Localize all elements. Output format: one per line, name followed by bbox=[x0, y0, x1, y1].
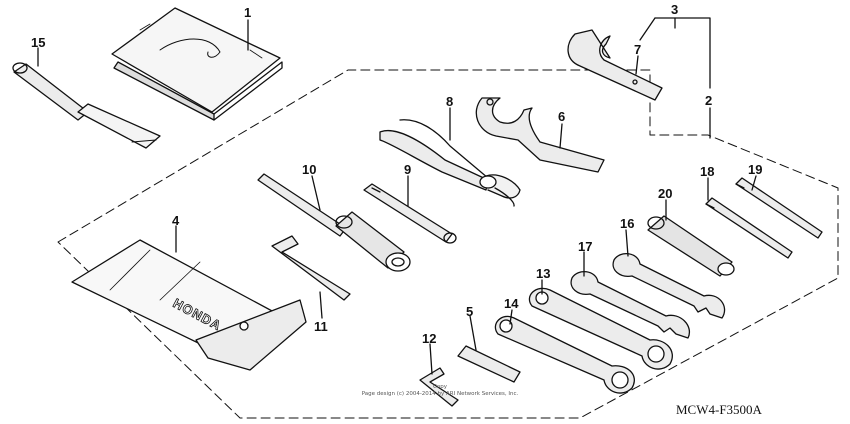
diagram-code: MCW4-F3500A bbox=[676, 402, 762, 417]
group-boundary bbox=[57, 69, 839, 419]
leader-11 bbox=[319, 291, 323, 319]
callout-7: 7 bbox=[634, 42, 642, 57]
callout-4: 4 bbox=[172, 213, 180, 228]
callout-11: 11 bbox=[314, 319, 328, 334]
callout-13: 13 bbox=[536, 266, 551, 281]
callout-20: 20 bbox=[658, 186, 673, 201]
callout-16: 16 bbox=[620, 216, 635, 231]
copyright-line-1: Copy bbox=[433, 384, 447, 390]
callout-6: 6 bbox=[558, 109, 566, 124]
part-15-handle-extension bbox=[12, 62, 161, 149]
part-11-hex-key-large bbox=[271, 235, 351, 301]
callout-10: 10 bbox=[302, 162, 317, 177]
callout-19: 19 bbox=[748, 162, 763, 177]
callout-12: 12 bbox=[422, 331, 437, 346]
part-9-driver-shaft bbox=[363, 183, 457, 244]
part-1-manual-bag bbox=[111, 7, 283, 121]
part-7-pin-spanner bbox=[567, 29, 663, 101]
part-12-hex-key-small bbox=[419, 367, 459, 407]
part-20-screwdriver-handle bbox=[647, 215, 735, 277]
part-13-combination-wrench bbox=[528, 287, 673, 370]
part-5-wrench-plate bbox=[457, 345, 521, 383]
part-17-open-end-wrench bbox=[570, 271, 691, 339]
part-4-tool-bag bbox=[71, 239, 307, 371]
callout-15: 15 bbox=[31, 35, 46, 50]
part-10-plug-wrench bbox=[257, 173, 411, 272]
part-14-combination-wrench bbox=[494, 315, 635, 394]
callout-18: 18 bbox=[700, 164, 715, 179]
leader-5 bbox=[469, 315, 477, 351]
leader-7 bbox=[635, 55, 639, 75]
part-6-pin-spanner bbox=[475, 97, 605, 173]
callout-2: 2 bbox=[705, 93, 713, 108]
copyright-line-2: Page design (c) 2004-2014 by ARI Network… bbox=[361, 390, 519, 397]
leader-3b bbox=[639, 17, 656, 41]
leader-19 bbox=[751, 175, 757, 191]
leader-6 bbox=[559, 123, 563, 149]
part-18-screwdriver-blade bbox=[705, 197, 793, 259]
callout-14: 14 bbox=[504, 296, 519, 311]
callout-17: 17 bbox=[578, 239, 593, 254]
callout-9: 9 bbox=[404, 162, 412, 177]
callout-8: 8 bbox=[446, 94, 454, 109]
callout-3: 3 bbox=[671, 2, 679, 17]
part-16-open-end-wrench bbox=[612, 253, 726, 319]
copyright-notice: Copy Page design (c) 2004-2014 by ARI Ne… bbox=[330, 384, 550, 398]
leader-10 bbox=[311, 175, 321, 211]
leader-14 bbox=[509, 309, 513, 325]
part-8-pliers bbox=[379, 119, 521, 207]
leader-16 bbox=[625, 229, 629, 257]
callout-1: 1 bbox=[244, 5, 252, 20]
leader-2 bbox=[654, 17, 711, 89]
callout-5: 5 bbox=[466, 304, 474, 319]
part-19-screwdriver-blade bbox=[735, 177, 823, 239]
leader-12 bbox=[429, 343, 433, 375]
